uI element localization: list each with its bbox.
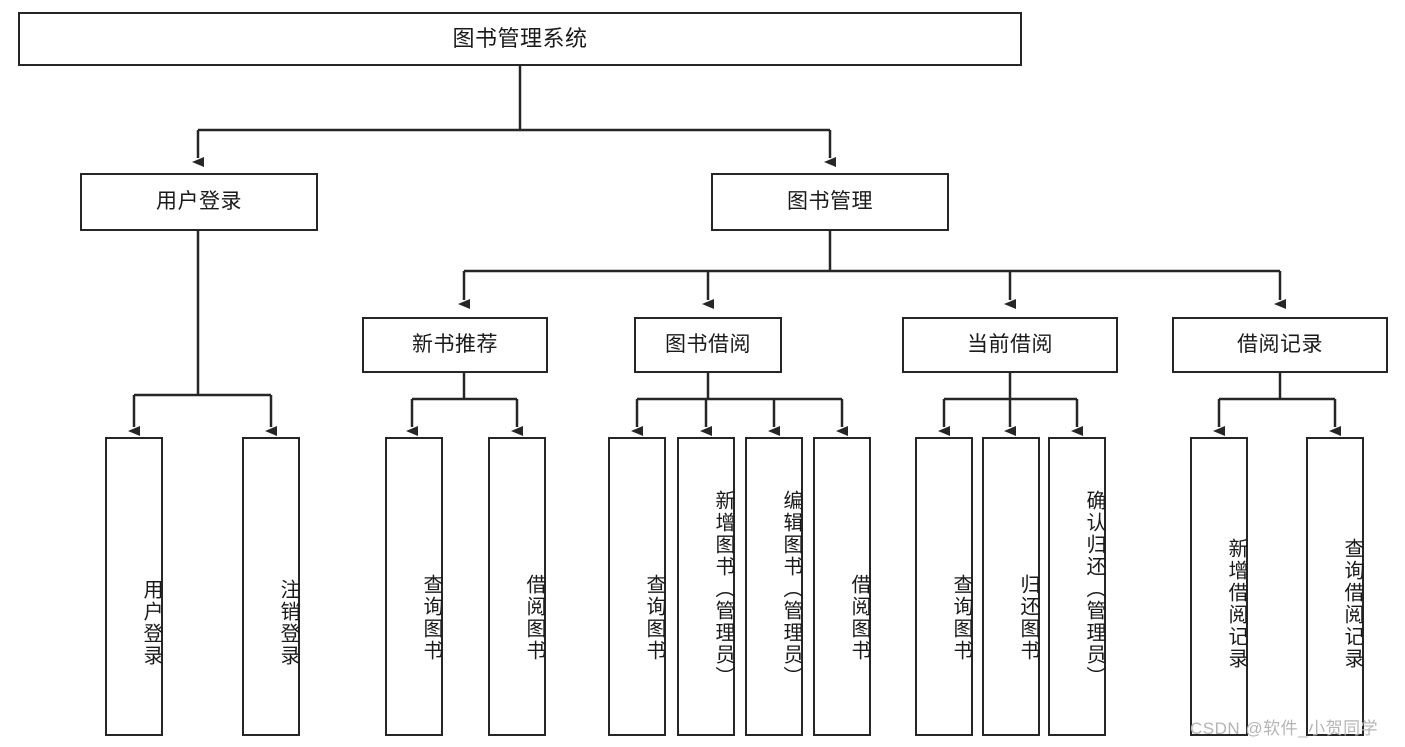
node-user-login[interactable]: 用户登录 [80,173,318,231]
leaf-label: 查询借阅记录 [1341,537,1363,670]
leaf-label: 查询图书 [950,573,972,662]
leaf-confirm-return-admin[interactable]: 确认归还（管理员） [1048,437,1106,736]
leaf-add-borrow-record[interactable]: 新增借阅记录 [1190,437,1248,736]
leaf-label: 借阅图书 [523,573,545,662]
leaf-edit-book-admin[interactable]: 编辑图书（管理员） [745,437,803,736]
leaf-borrow-book-borrow[interactable]: 借阅图书 [813,437,871,736]
leaf-label: 查询图书 [420,573,442,662]
leaf-label: 查询图书 [643,573,665,662]
node-book-management[interactable]: 图书管理 [711,173,949,231]
leaf-label: 新增借阅记录 [1225,537,1247,670]
leaf-query-book-newbook[interactable]: 查询图书 [385,437,443,736]
leaf-logout[interactable]: 注销登录 [242,437,300,736]
leaf-borrow-book-newbook[interactable]: 借阅图书 [488,437,546,736]
leaf-query-borrow-record[interactable]: 查询借阅记录 [1306,437,1364,736]
leaf-label: 新增图书（管理员） [712,489,734,688]
leaf-label: 借阅图书 [848,573,870,662]
leaf-label: 编辑图书（管理员） [780,489,802,688]
leaf-label: 注销登录 [277,578,299,667]
leaf-add-book-admin[interactable]: 新增图书（管理员） [677,437,735,736]
leaf-label: 确认归还（管理员） [1083,489,1105,688]
leaf-user-login[interactable]: 用户登录 [105,437,163,736]
node-current-borrow[interactable]: 当前借阅 [902,317,1118,373]
leaf-query-book-current[interactable]: 查询图书 [915,437,973,736]
node-borrow-record[interactable]: 借阅记录 [1172,317,1388,373]
node-book-borrow[interactable]: 图书借阅 [634,317,782,373]
leaf-label: 用户登录 [140,578,162,667]
leaf-return-book[interactable]: 归还图书 [982,437,1040,736]
watermark-text: CSDN @软件_小贺同学 [1190,719,1379,738]
node-new-book-recommend[interactable]: 新书推荐 [362,317,548,373]
node-root-system[interactable]: 图书管理系统 [18,12,1022,66]
leaf-query-book-borrow[interactable]: 查询图书 [608,437,666,736]
leaf-label: 归还图书 [1017,573,1039,662]
